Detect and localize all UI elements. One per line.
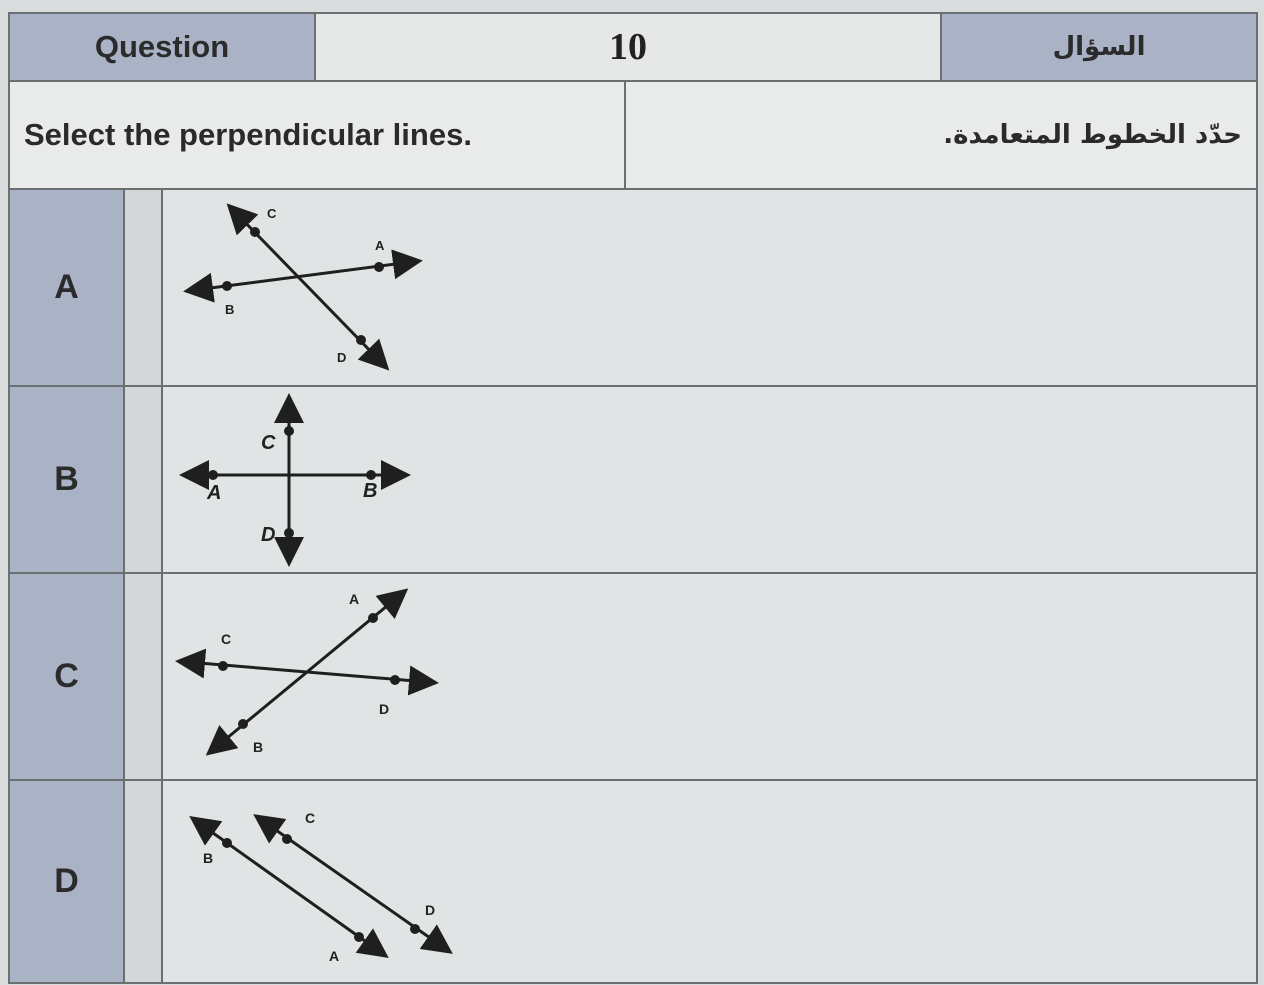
option-gap — [123, 385, 163, 574]
question-label: Question — [7, 12, 317, 82]
parallel-lines-figure: C B D A — [189, 810, 453, 964]
point-label: B — [253, 739, 263, 755]
option-letter-d[interactable]: D — [8, 779, 125, 984]
option-gap — [123, 188, 163, 387]
option-row-d[interactable]: D C B D A — [8, 779, 1259, 984]
point-label: D — [379, 701, 389, 717]
point-label: A — [349, 591, 359, 607]
point-label: B — [203, 850, 213, 866]
option-figure-d[interactable]: C B D A — [160, 779, 1259, 984]
option-figure-b[interactable]: C A B D — [160, 385, 1259, 574]
point-label: B — [225, 302, 234, 317]
point-label: D — [425, 902, 435, 918]
question-table: Question 10 السؤال Select the perpendicu… — [7, 12, 1259, 984]
question-label-arabic: السؤال — [940, 12, 1259, 82]
option-letter-b[interactable]: B — [8, 385, 125, 574]
option-row-b[interactable]: B C A B D — [8, 385, 1259, 574]
prompt-row: Select the perpendicular lines. حدّد الخ… — [7, 80, 1259, 190]
header-row: Question 10 السؤال — [7, 12, 1259, 82]
option-figure-a[interactable]: C A B D — [160, 188, 1259, 387]
point-label: A — [206, 482, 221, 504]
option-letter-c[interactable]: C — [8, 572, 125, 781]
option-row-a[interactable]: A C A B D — [8, 188, 1259, 387]
point-label: A — [329, 948, 339, 964]
point-label: C — [267, 206, 277, 221]
prompt-english: Select the perpendicular lines. — [7, 80, 627, 190]
question-number: 10 — [314, 12, 943, 82]
intersecting-lines-figure: A C D B — [175, 588, 439, 756]
point-label: B — [363, 480, 377, 502]
point-label: A — [375, 238, 385, 253]
option-row-c[interactable]: C A C D B — [8, 572, 1259, 781]
point-label: C — [305, 810, 315, 826]
perpendicular-lines-figure: C A B D — [179, 393, 411, 567]
point-label: D — [261, 524, 275, 546]
intersecting-lines-figure: C A B D — [183, 203, 423, 371]
option-gap — [123, 779, 163, 984]
option-letter-a[interactable]: A — [8, 188, 125, 387]
option-figure-c[interactable]: A C D B — [160, 572, 1259, 781]
point-label: C — [221, 631, 231, 647]
prompt-arabic: حدّد الخطوط المتعامدة. — [624, 80, 1259, 190]
option-gap — [123, 572, 163, 781]
point-label: D — [337, 350, 346, 365]
point-label: C — [261, 432, 276, 454]
